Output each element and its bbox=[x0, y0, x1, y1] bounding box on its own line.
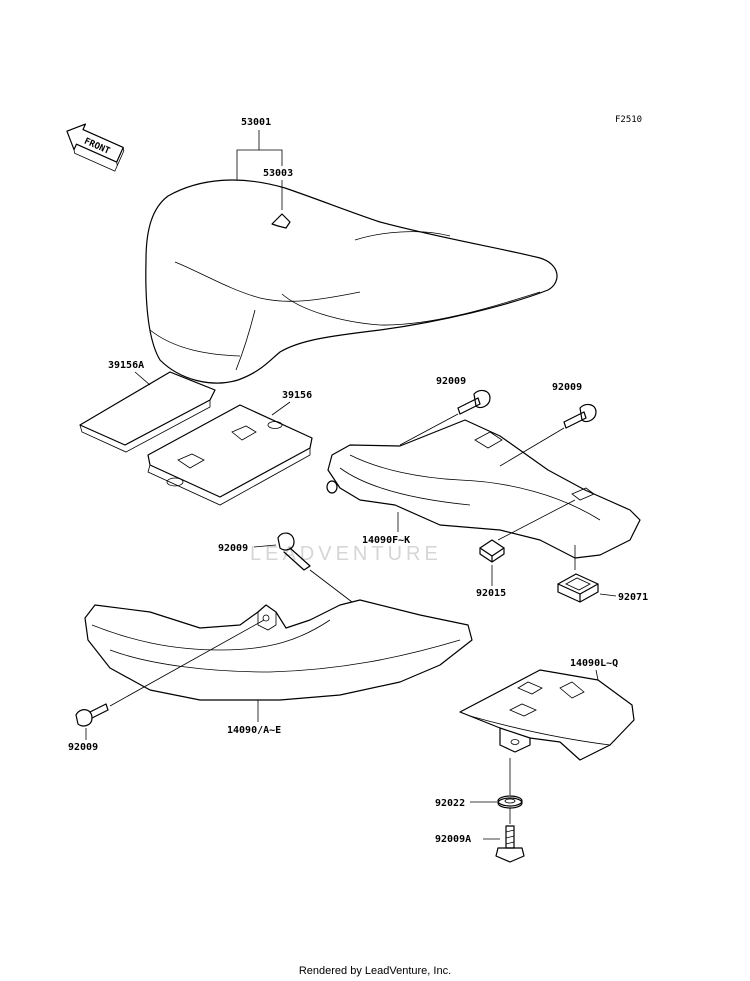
label-92009-upper-right: 92009 bbox=[552, 382, 582, 393]
bolt-92009-lower bbox=[75, 703, 109, 727]
bolt-92009-upper-left bbox=[457, 389, 491, 415]
label-92015: 92015 bbox=[476, 588, 506, 599]
front-arrow-icon: FRONT bbox=[66, 123, 125, 172]
bolt-92009-middle bbox=[277, 532, 311, 571]
label-14090L-Q: 14090L~Q bbox=[570, 658, 618, 669]
label-92009A: 92009A bbox=[435, 834, 471, 845]
bolt-92009A bbox=[495, 825, 525, 863]
diagram-code: F2510 bbox=[615, 115, 642, 125]
side-cover-14090-A-E bbox=[84, 599, 473, 701]
label-53003: 53003 bbox=[263, 168, 293, 179]
label-92009-middle: 92009 bbox=[218, 543, 248, 554]
washer-92022 bbox=[497, 795, 523, 809]
pad-39156A bbox=[79, 371, 216, 453]
label-92009-lower: 92009 bbox=[68, 742, 98, 753]
clip-nut-92015 bbox=[479, 539, 505, 563]
rear-cover-14090F-K bbox=[326, 419, 641, 559]
watermark: LEADVENTURE bbox=[250, 543, 442, 565]
footer-credit: Rendered by LeadVenture, Inc. bbox=[299, 965, 451, 977]
bracket-cover-14090L-Q bbox=[459, 669, 635, 761]
label-14090-A-E: 14090/A~E bbox=[227, 725, 281, 736]
label-53001: 53001 bbox=[241, 117, 271, 128]
seat-53001 bbox=[145, 179, 558, 384]
label-92009-upper-left: 92009 bbox=[436, 376, 466, 387]
bolt-92009-upper-right bbox=[563, 403, 597, 429]
label-92071: 92071 bbox=[618, 592, 648, 603]
label-14090F-K: 14090F~K bbox=[362, 535, 410, 546]
label-39156: 39156 bbox=[282, 390, 312, 401]
grommet-92071 bbox=[557, 573, 599, 603]
pad-39156 bbox=[147, 404, 313, 506]
label-92022: 92022 bbox=[435, 798, 465, 809]
label-39156A: 39156A bbox=[108, 360, 144, 371]
